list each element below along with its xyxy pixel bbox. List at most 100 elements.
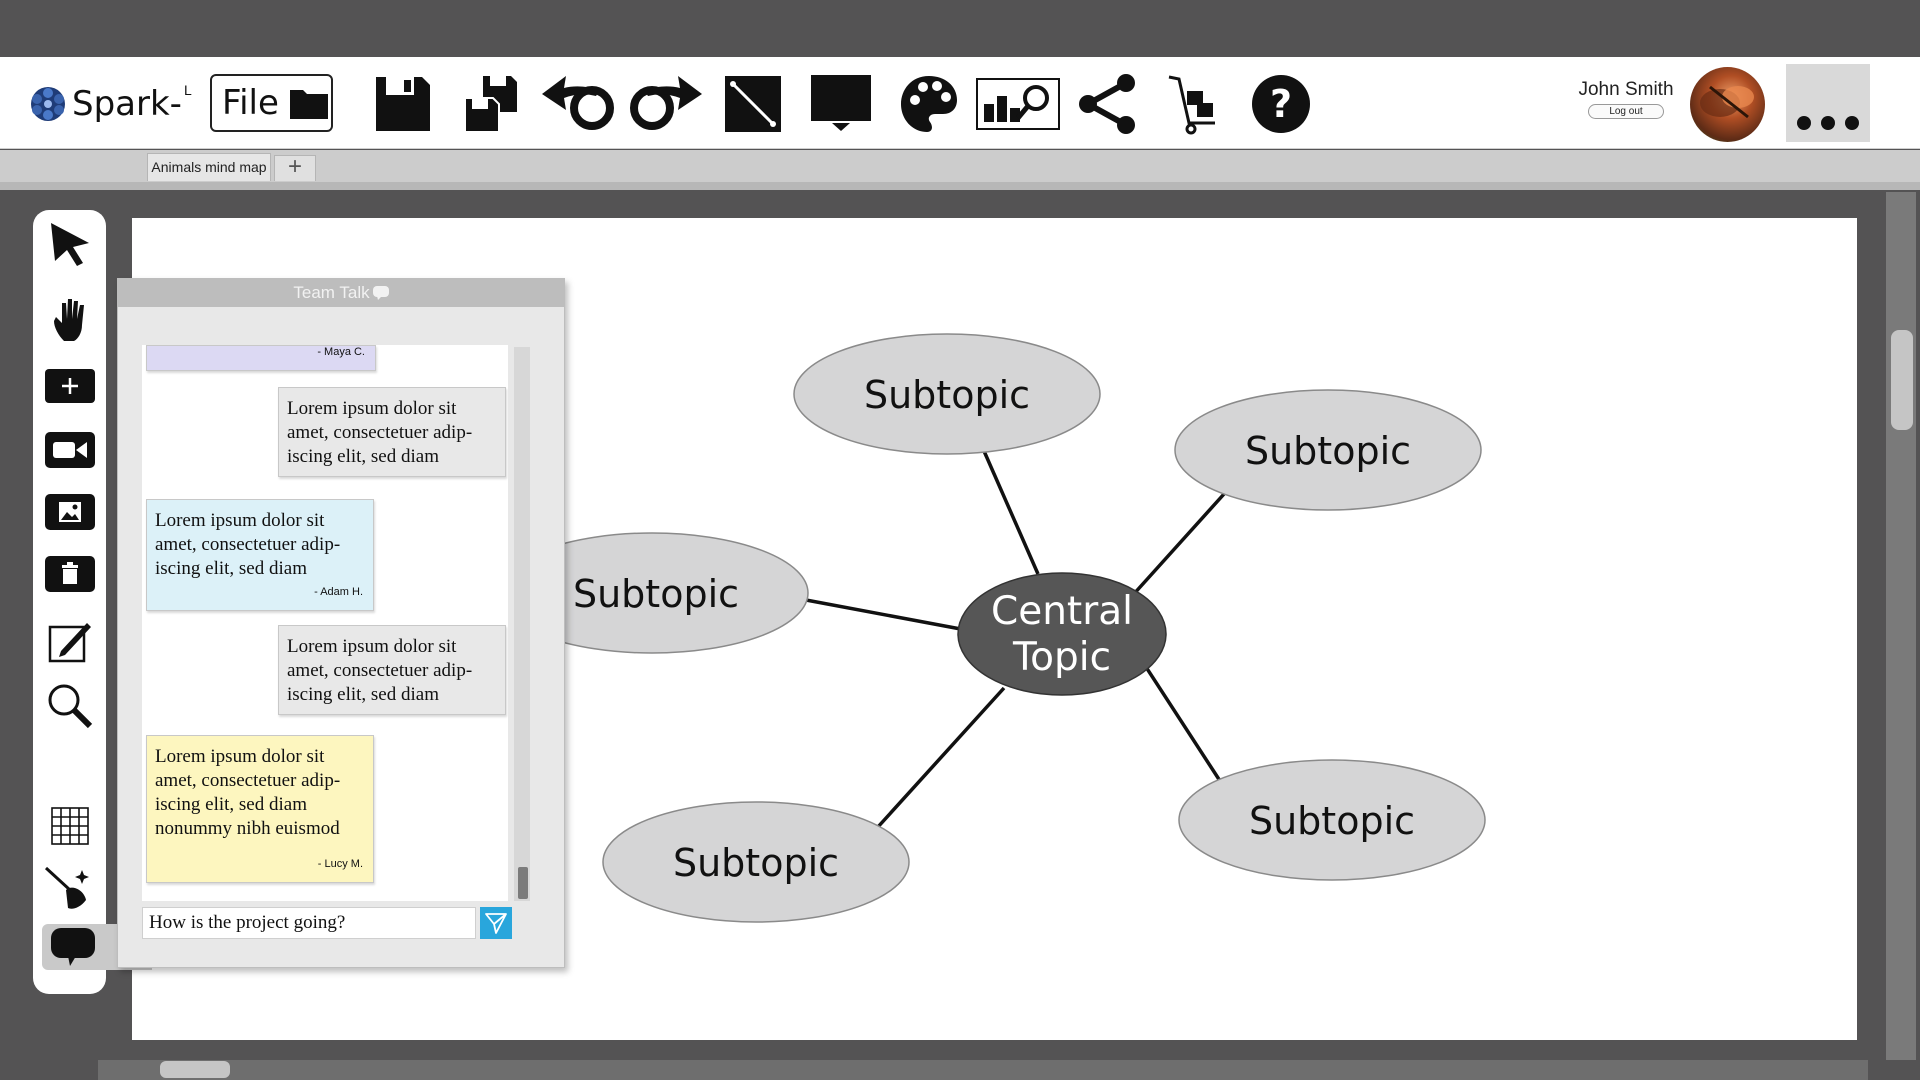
subtopic-node[interactable]: Subtopic xyxy=(1178,759,1486,881)
app-name: Spark- xyxy=(72,84,182,124)
left-toolbox xyxy=(33,210,152,994)
avatar[interactable] xyxy=(1690,67,1765,142)
svg-text:?: ? xyxy=(1270,82,1292,126)
grid-tool[interactable] xyxy=(43,800,97,852)
share-button[interactable] xyxy=(1074,71,1140,137)
chat-message: - Maya C. xyxy=(146,345,376,371)
chat-message: Lorem ipsum dolor sit amet, consectetuer… xyxy=(278,387,506,477)
chat-bubble-icon xyxy=(51,928,95,966)
mind-map: Subtopic Subtopic Subtopic Subtopic Subt… xyxy=(495,333,1486,923)
central-topic-node[interactable]: Central Topic xyxy=(957,572,1167,696)
more-dot-icon xyxy=(1797,116,1811,130)
save-button[interactable] xyxy=(370,71,436,137)
insert-video-tool[interactable] xyxy=(43,424,97,476)
folder-icon xyxy=(289,90,328,119)
pan-tool[interactable] xyxy=(43,294,97,346)
image-icon xyxy=(45,494,95,530)
chat-message-input[interactable] xyxy=(142,907,476,939)
chat-scrollbar-thumb[interactable] xyxy=(518,867,528,899)
chat-message: Lorem ipsum dolor sit amet, consectetuer… xyxy=(146,499,374,611)
save-as-button[interactable] xyxy=(458,71,524,137)
subtopic-label: Subtopic xyxy=(1245,429,1411,473)
save-as-icon xyxy=(464,76,517,133)
tab-bar: Animals mind map + xyxy=(0,150,1920,182)
cart-icon xyxy=(1168,75,1215,135)
send-icon xyxy=(485,913,507,934)
chat-message-author: - Adam H. xyxy=(314,586,363,598)
clean-tool[interactable] xyxy=(43,862,97,914)
redo-icon xyxy=(630,76,702,130)
canvas-vertical-scrollbar[interactable] xyxy=(1886,192,1916,1060)
subtopic-node[interactable]: Subtopic xyxy=(602,801,910,923)
chat-message-author: - Maya C. xyxy=(317,346,365,358)
save-icon xyxy=(376,77,430,131)
butterfly-avatar-icon xyxy=(1700,85,1754,119)
subtopic-label: Subtopic xyxy=(673,841,839,885)
subtopic-label: Subtopic xyxy=(1249,799,1415,843)
present-button[interactable] xyxy=(808,71,874,137)
grid-icon xyxy=(51,807,89,845)
subtopic-node[interactable]: Subtopic xyxy=(793,333,1101,455)
subtopic-node[interactable]: Subtopic xyxy=(1174,389,1482,511)
send-message-button[interactable] xyxy=(480,907,512,939)
team-talk-title: Team Talk xyxy=(293,283,370,302)
file-button-label: File xyxy=(222,83,279,123)
chat-message: Lorem ipsum dolor sit amet, consectetuer… xyxy=(278,625,506,715)
subtopic-label: Subtopic xyxy=(573,572,739,616)
undo-icon xyxy=(542,76,614,130)
chat-message-author: - Lucy M. xyxy=(317,858,363,870)
central-topic-line2: Topic xyxy=(1012,635,1111,680)
file-button[interactable]: File xyxy=(210,74,333,132)
broom-sparkle-icon xyxy=(44,866,89,909)
plus-icon xyxy=(45,369,95,403)
search-tool[interactable] xyxy=(43,680,97,732)
tab-animals-mind-map[interactable]: Animals mind map xyxy=(147,153,271,181)
subtopic-label: Subtopic xyxy=(864,373,1030,417)
edit-tool[interactable] xyxy=(43,616,97,668)
cursor-arrow-icon xyxy=(51,223,89,266)
chat-scrollbar[interactable] xyxy=(514,347,530,901)
spark-logo-icon xyxy=(31,87,65,121)
logout-button[interactable]: Log out xyxy=(1588,104,1664,119)
palette-icon xyxy=(901,76,957,132)
canvas-vertical-scrollbar-thumb[interactable] xyxy=(1891,330,1913,430)
subtopic-node[interactable]: Subtopic xyxy=(495,532,809,654)
redo-button[interactable] xyxy=(624,71,704,137)
hand-icon xyxy=(54,299,84,341)
undo-button[interactable] xyxy=(540,71,620,137)
cart-button[interactable] xyxy=(1160,71,1226,137)
more-options-button[interactable] xyxy=(1786,64,1870,142)
more-dot-icon xyxy=(1845,116,1859,130)
main-toolbar: Spark- L File xyxy=(0,57,1920,149)
mind-map-connectors xyxy=(805,450,1226,830)
search-icon xyxy=(48,684,93,729)
chat-bubble-icon xyxy=(372,286,389,300)
window-top-strip xyxy=(0,0,1920,57)
edit-pencil-icon xyxy=(48,623,91,663)
app-name-superscript: L xyxy=(183,82,192,98)
canvas-horizontal-scrollbar-thumb[interactable] xyxy=(160,1061,230,1078)
add-tab-button[interactable]: + xyxy=(274,155,316,181)
more-dot-icon xyxy=(1821,116,1835,130)
select-tool[interactable] xyxy=(43,218,97,270)
central-topic-line1: Central xyxy=(991,589,1133,634)
line-icon xyxy=(725,76,781,132)
trash-icon xyxy=(45,556,95,592)
delete-tool[interactable] xyxy=(43,548,97,600)
chart-search-icon xyxy=(976,78,1060,130)
help-icon: ? xyxy=(1252,75,1310,133)
team-talk-panel: Team Talk - Maya C. Lorem ipsum dolor si… xyxy=(117,278,565,968)
insert-image-tool[interactable] xyxy=(43,486,97,538)
color-palette-button[interactable] xyxy=(896,71,962,137)
draw-line-button[interactable] xyxy=(720,71,786,137)
chart-search-button[interactable] xyxy=(976,71,1060,137)
team-talk-header[interactable]: Team Talk xyxy=(118,279,564,307)
present-icon xyxy=(811,75,871,131)
user-name: John Smith xyxy=(1578,79,1674,100)
chat-message-text: Lorem ipsum dolor sit amet, consectetuer… xyxy=(155,510,341,579)
add-node-tool[interactable] xyxy=(43,360,97,412)
canvas-horizontal-scrollbar[interactable] xyxy=(98,1060,1868,1080)
team-talk-messages[interactable]: - Maya C. Lorem ipsum dolor sit amet, co… xyxy=(142,345,508,901)
share-icon xyxy=(1079,74,1135,134)
help-button[interactable]: ? xyxy=(1248,71,1314,137)
